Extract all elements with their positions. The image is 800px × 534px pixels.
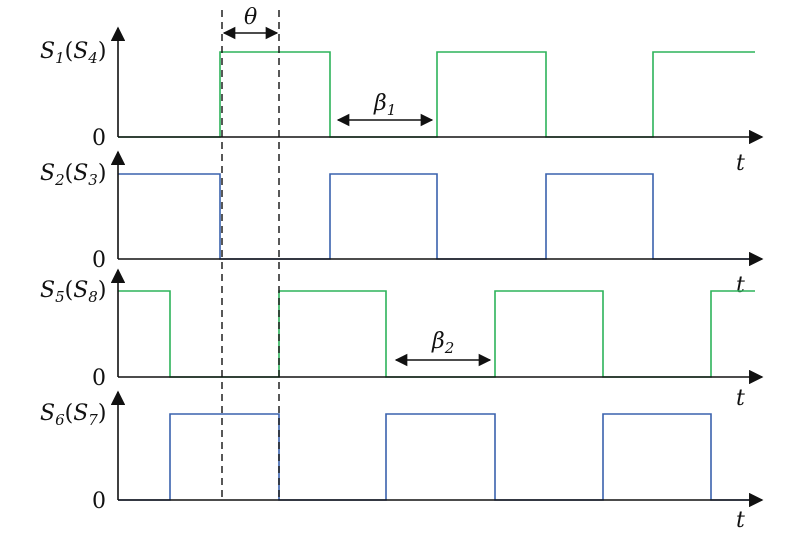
row-s6: 0 t S6(S7) [40,390,764,533]
zero-label-s1: 0 [92,126,106,151]
signal-label-s6: S6(S7) [40,401,106,429]
signal-label-s5: S5(S8) [40,278,106,306]
beta2-label: β2 [431,329,454,357]
row-s5: 0 t S5(S8) [40,268,764,411]
signal-label-s2: S2(S3) [40,161,106,189]
waveform-s2 [118,173,755,260]
beta1-label: β1 [373,91,396,119]
theta-label: θ [244,5,257,30]
zero-label-s5: 0 [92,366,106,391]
t-label-s6: t [736,508,745,533]
row-s1: 0 t S1(S4) [40,26,764,176]
t-label-s1: t [736,151,745,176]
zero-label-s6: 0 [92,489,106,514]
t-label-s5: t [736,386,745,411]
row-s2: 0 t S2(S3) [40,150,764,298]
t-label-s2: t [736,273,745,298]
signal-label-s1: S1(S4) [40,39,106,67]
zero-label-s2: 0 [92,248,106,273]
waveform-s1 [118,51,755,138]
waveform-s6 [118,413,755,501]
